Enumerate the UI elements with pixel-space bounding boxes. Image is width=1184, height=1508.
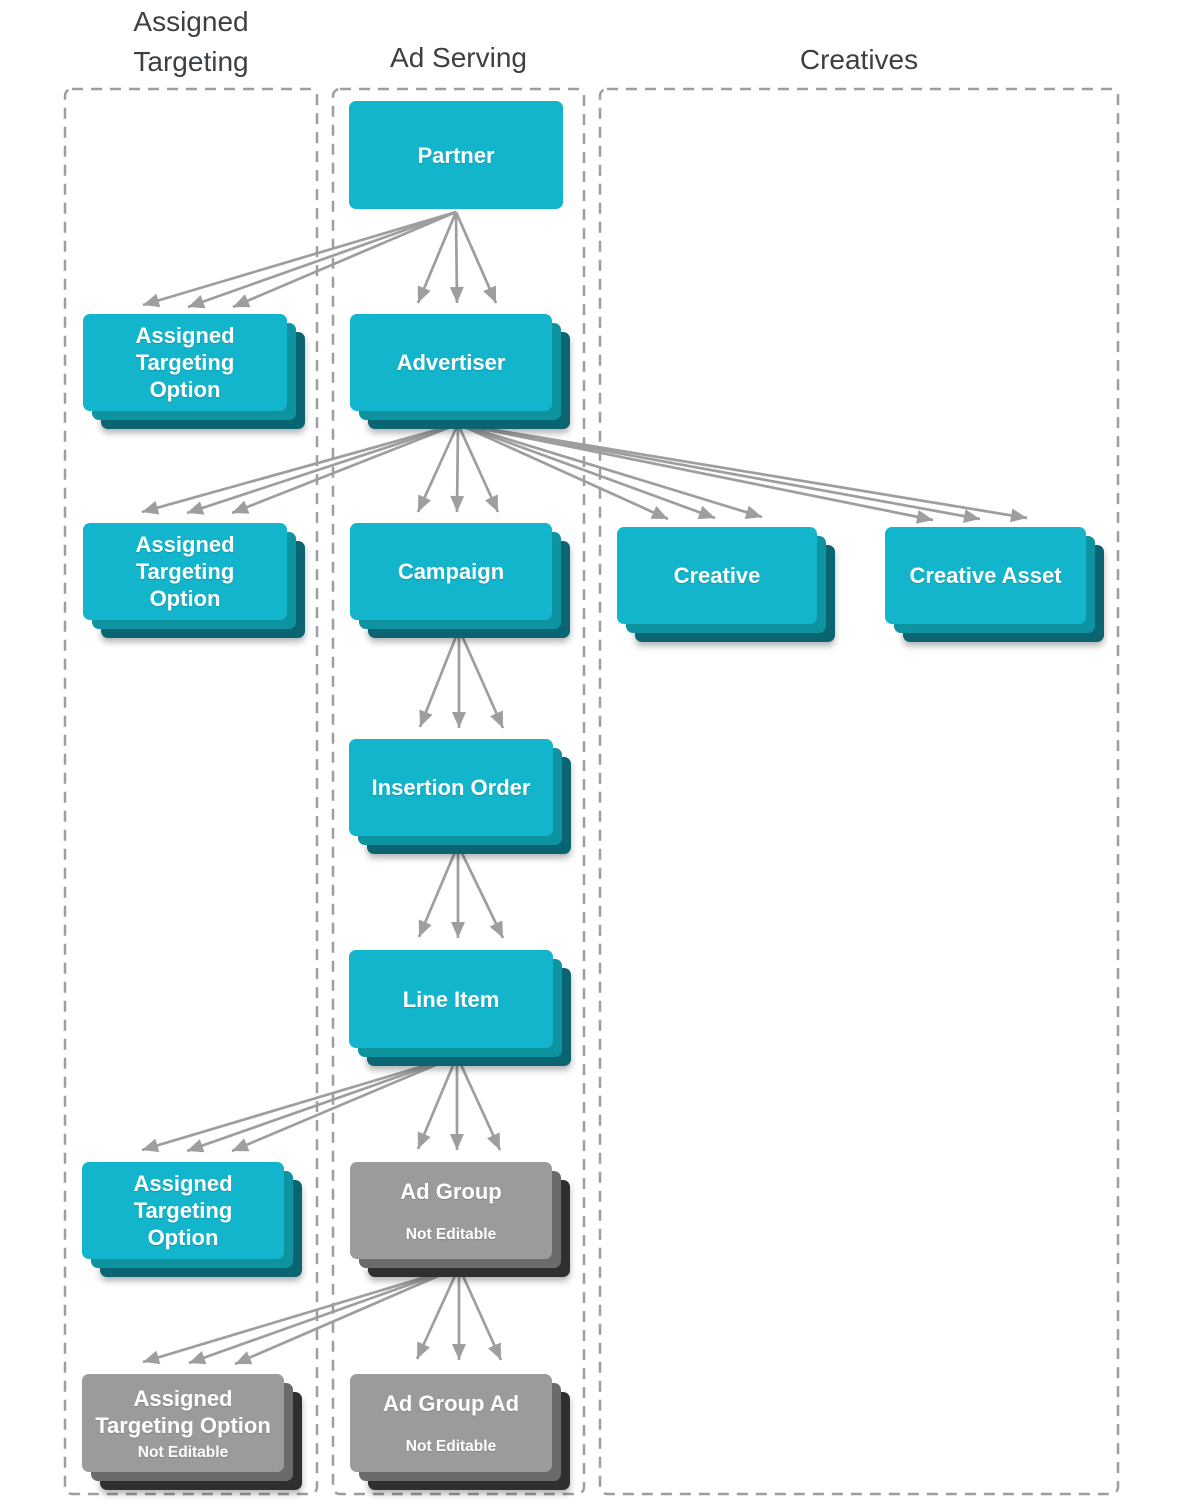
arrow-line-item-to-ad-group: [416, 1055, 459, 1150]
arrow-line-item-to-ad-group: [455, 1055, 502, 1151]
arrow-advertiser-to-campaign: [450, 423, 465, 513]
node-face: Advertiser: [350, 314, 552, 411]
arrow-partner-to-advertiser: [449, 211, 464, 304]
arrow-insertion-order-to-line-item: [417, 844, 460, 938]
node-creative: Creative: [617, 527, 835, 642]
node-ad-group-ad: Ad Group Ad Not Editable: [350, 1374, 570, 1490]
node-sublabel: Not Editable: [137, 1443, 229, 1461]
arrow-partner-to-advertiser: [416, 211, 458, 304]
node-label: Assigned Targeting Option: [135, 323, 235, 402]
node-insertion-order: Insertion Order: [349, 739, 571, 854]
column-border-creatives: [598, 87, 1120, 1496]
arrow-partner-to-assigned-targeting-option-1: [187, 210, 457, 309]
arrow-advertiser-to-campaign: [416, 423, 460, 513]
column-title-ad-serving: Ad Serving: [390, 42, 527, 73]
arrow-line-item-to-assigned-targeting-option-3: [231, 1054, 458, 1153]
node-label: Line Item: [402, 986, 500, 1012]
node-label: Advertiser: [396, 350, 506, 375]
node-advertiser: Advertiser: [350, 314, 570, 429]
arrow-advertiser-to-creative: [457, 422, 763, 520]
node-label: Creative Asset: [909, 563, 1062, 588]
node-assigned-targeting-option-1: Assigned Targeting Option: [83, 314, 305, 429]
arrow-advertiser-to-creative-asset: [457, 422, 934, 524]
arrow-ad-group-to-ad-group-ad: [415, 1266, 461, 1360]
node-label: Assigned Targeting Option: [133, 1171, 233, 1250]
column-border-assigned-targeting: [63, 87, 319, 1496]
arrow-advertiser-to-assigned-targeting-option-2: [186, 422, 459, 515]
node-face: Ad Group Ad Not Editable: [350, 1374, 552, 1472]
node-face: Assigned Targeting Option: [83, 523, 287, 620]
node-face: Insertion Order: [349, 739, 553, 836]
node-sublabel: Not Editable: [405, 1225, 497, 1243]
node-face: Line Item: [349, 950, 553, 1048]
arrow-line-item-to-assigned-targeting-option-3: [141, 1054, 458, 1153]
arrow-advertiser-to-assigned-targeting-option-2: [141, 422, 459, 515]
arrow-ad-group-to-ad-group-ad: [457, 1266, 503, 1361]
node-line-item: Line Item: [349, 950, 571, 1066]
node-face: Assigned Targeting Option: [83, 314, 287, 411]
node-label: Insertion Order: [371, 775, 531, 800]
arrow-advertiser-to-campaign: [456, 423, 500, 513]
node-assigned-targeting-option-3: Assigned Targeting Option: [82, 1162, 302, 1277]
node-label: Assigned Targeting Option: [95, 1385, 271, 1438]
node-assigned-targeting-option-2: Assigned Targeting Option: [83, 523, 305, 638]
arrow-insertion-order-to-line-item: [456, 844, 505, 939]
node-label: Partner: [417, 142, 495, 168]
node-creative-asset: Creative Asset: [885, 527, 1104, 642]
arrow-line-item-to-assigned-targeting-option-3: [186, 1054, 458, 1153]
arrow-partner-to-assigned-targeting-option-1: [232, 210, 457, 309]
arrow-partner-to-advertiser: [454, 211, 498, 304]
arrow-advertiser-to-creative: [457, 422, 669, 521]
arrow-ad-group-to-assigned-targeting-option-4: [188, 1265, 460, 1365]
node-label: Ad Group Ad: [382, 1391, 520, 1416]
column-border-ad-serving: [331, 87, 586, 1496]
node-face: Assigned Targeting Option: [82, 1162, 284, 1259]
arrow-advertiser-to-creative-asset: [457, 422, 1028, 523]
node-face: Campaign: [350, 523, 552, 620]
node-label: Campaign: [397, 559, 505, 584]
arrow-campaign-to-insertion-order: [418, 628, 461, 728]
column-title-assigned-targeting: Assigned Targeting: [133, 6, 249, 77]
arrow-campaign-to-insertion-order: [457, 628, 505, 729]
column-title-creatives: Creatives: [799, 44, 919, 75]
node-label: Ad Group: [400, 1178, 502, 1204]
node-face: Partner: [349, 101, 563, 209]
node-campaign: Campaign: [350, 523, 570, 638]
node-face: Creative Asset: [885, 527, 1086, 624]
arrow-advertiser-to-creative: [457, 422, 716, 520]
arrow-ad-group-to-assigned-targeting-option-4: [142, 1265, 460, 1365]
node-label: Assigned Targeting Option: [135, 532, 235, 611]
arrow-partner-to-assigned-targeting-option-1: [142, 210, 457, 308]
arrow-ad-group-to-assigned-targeting-option-4: [234, 1265, 460, 1366]
arrow-advertiser-to-assigned-targeting-option-2: [231, 422, 459, 515]
node-partner: Partner: [349, 101, 563, 209]
node-sublabel: Not Editable: [405, 1438, 497, 1455]
node-label: Creative: [673, 563, 761, 588]
arrow-advertiser-to-creative-asset: [457, 422, 981, 524]
node-face: Creative: [617, 527, 817, 624]
